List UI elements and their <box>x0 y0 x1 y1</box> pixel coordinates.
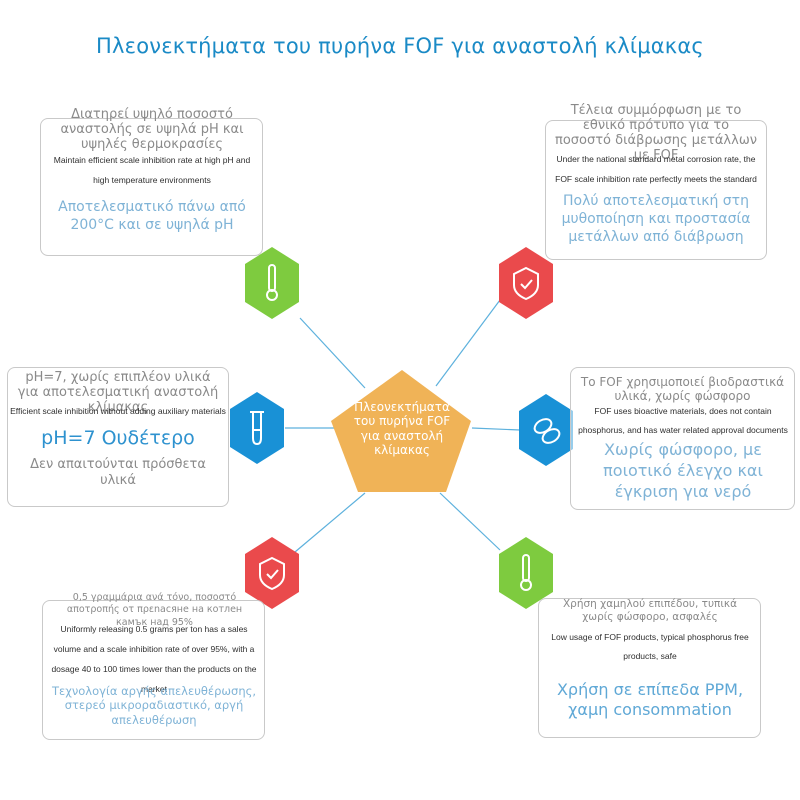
center-pentagon <box>331 370 471 492</box>
card-mid-right-heading: Το FOF χρησιμοποιεί βιοδραστικά υλικά, χ… <box>580 375 785 403</box>
connector-top-left <box>299 317 366 389</box>
connector-bottom-right <box>439 492 501 551</box>
card-top-right <box>545 120 767 260</box>
card-mid-left-highlight: pH=7 Ουδέτερο <box>41 427 195 449</box>
connector-top-right <box>435 299 501 387</box>
hexagon-bottom-right <box>499 537 553 609</box>
card-top-right-highlight: Πολύ αποτελεσματική στη μυθοποίηση και π… <box>561 193 751 246</box>
thermometer-icon <box>266 264 278 301</box>
card-top-left-highlight: Αποτελεσματικό πάνω από 200°C και σε υψη… <box>58 199 246 234</box>
hexagon-bottom-left <box>245 537 299 609</box>
connector-mid-right <box>471 427 521 431</box>
shield-check-icon <box>259 556 285 591</box>
bean-icon <box>533 418 561 444</box>
card-top-left-heading: Διατηρεί υψηλό ποσοστό αναστολής σε υψηλ… <box>60 107 244 152</box>
card-top-right-heading: Τέλεια συμμόρφωση με το εθνικό πρότυπο γ… <box>555 103 757 163</box>
connector-bottom-left <box>294 492 366 553</box>
card-mid-left-sub: Δεν απαιτούνται πρόσθετα υλικά <box>30 457 206 488</box>
card-bottom-right-english: Low usage of FOF products, typical phosp… <box>551 632 749 661</box>
hexagon-top-right <box>499 247 553 319</box>
thermometer-icon <box>520 554 532 591</box>
card-bottom-left-heading: 0,5 γραμμάρια ανά τόνο, ποσοστό αποτροπή… <box>66 592 243 628</box>
card-mid-left-english: Efficient scale inhibition without addin… <box>10 406 226 416</box>
card-mid-right <box>570 367 795 510</box>
hexagon-mid-right <box>519 394 573 466</box>
test-tube-icon <box>250 411 264 446</box>
card-bottom-right-heading: Χρήση χαμηλού επιπέδου, τυπικά χωρίς φώσ… <box>562 598 738 623</box>
card-bottom-left <box>42 600 265 740</box>
card-bottom-right-highlight: Χρήση σε επίπεδα PPM, χαμη consommation <box>556 680 744 719</box>
shield-check-icon <box>513 266 539 301</box>
card-bottom-left-highlight: Τεχνολογία αργής απελευθέρωσης, στερεό μ… <box>51 684 257 727</box>
page-title: Πλεονεκτήματα του πυρήνα FOF για αναστολ… <box>96 34 704 58</box>
center-label: Πλεονεκτήματα του πυρήνα FOF για αναστολ… <box>353 400 451 458</box>
card-mid-right-highlight: Χωρίς φώσφορο, με ποιοτικό έλεγχο και έγ… <box>603 440 763 501</box>
card-bottom-right <box>538 598 761 738</box>
card-bottom-left-english: Uniformly releasing 0.5 grams per ton ha… <box>51 624 257 694</box>
hexagon-top-left <box>245 247 299 319</box>
card-top-left <box>40 118 263 256</box>
card-mid-right-english: FOF uses bioactive materials, does not c… <box>578 406 788 435</box>
card-mid-left <box>7 367 229 507</box>
card-top-right-english: Under the national standard metal corros… <box>555 154 757 184</box>
hexagon-mid-left <box>230 392 284 464</box>
card-top-left-english: Maintain efficient scale inhibition rate… <box>53 155 251 186</box>
card-mid-left-heading: pH=7, χωρίς επιπλέον υλικά για αποτελεσμ… <box>17 370 219 415</box>
